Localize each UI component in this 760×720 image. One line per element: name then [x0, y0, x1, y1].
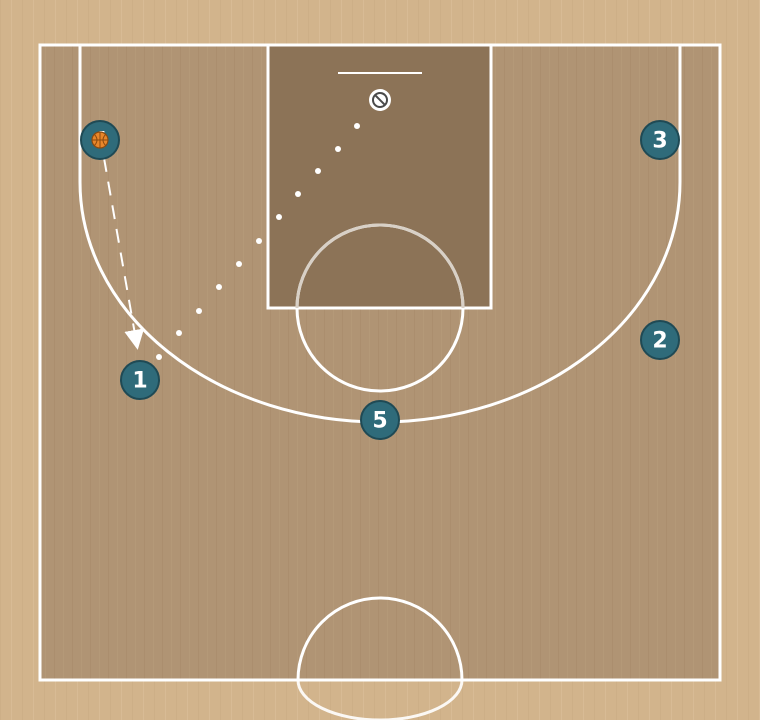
player-1[interactable]: 1 — [120, 360, 160, 400]
player-1-label: 1 — [132, 369, 147, 394]
basketball-icon — [91, 131, 109, 149]
basket-icon — [369, 89, 391, 111]
player-3[interactable]: 3 — [640, 120, 680, 160]
player-5[interactable]: 5 — [360, 400, 400, 440]
dribble-path — [156, 123, 360, 360]
pass-line — [103, 157, 145, 350]
paint-area — [266, 43, 493, 310]
player-5-label: 5 — [372, 409, 387, 434]
player-3-label: 3 — [652, 129, 667, 154]
player-2-label: 2 — [652, 329, 667, 354]
player-2[interactable]: 2 — [640, 320, 680, 360]
free-throw-circle-inner — [295, 223, 465, 309]
player-4-ball-holder[interactable]: 4 — [80, 120, 120, 160]
center-circle — [296, 596, 464, 681]
